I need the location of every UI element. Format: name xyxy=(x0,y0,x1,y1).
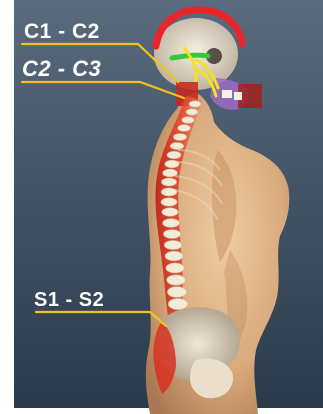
label-c2-c3: C2 - C3 xyxy=(22,56,101,81)
left-white-strip xyxy=(0,0,14,414)
label-s1-s2: S1 - S2 xyxy=(34,289,104,311)
label-c1-c2: C1 - C2 xyxy=(24,20,100,43)
